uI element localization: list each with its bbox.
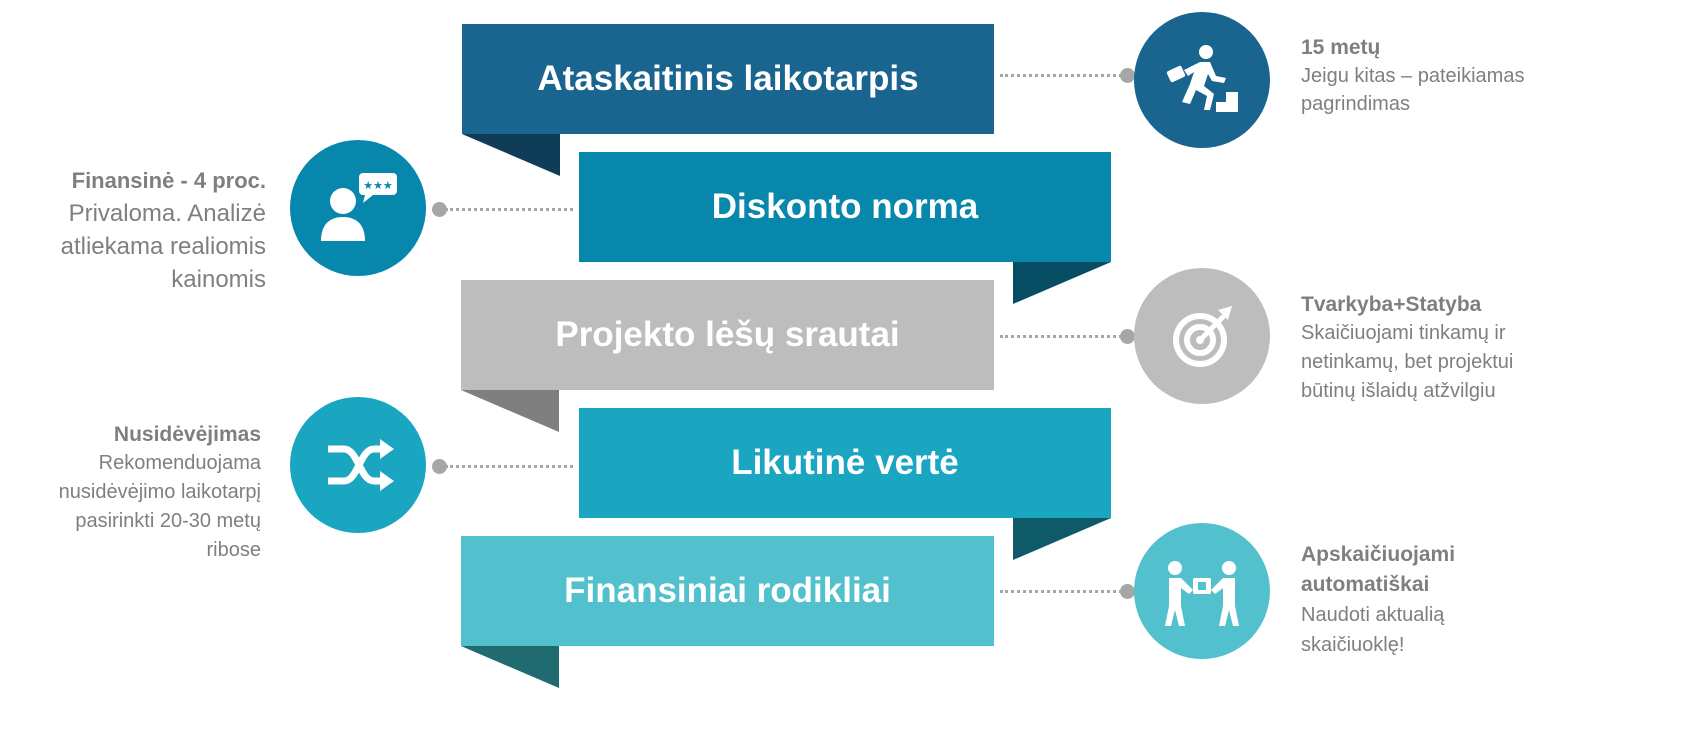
- band-ataskaitinis-laikotarpis: Ataskaitinis laikotarpis: [462, 24, 994, 134]
- connector-line: [445, 208, 573, 211]
- note-title: Apskaičiuojami: [1301, 543, 1456, 566]
- note-line: kainomis: [171, 266, 266, 293]
- circle-badge: [1134, 268, 1270, 404]
- band-projekto-lesu-srautai: Projekto lėšų srautai: [461, 280, 994, 390]
- band-fold: [1013, 262, 1111, 304]
- band-label: Ataskaitinis laikotarpis: [537, 59, 919, 98]
- connector-line: [1000, 74, 1122, 77]
- band-label: Diskonto norma: [711, 187, 979, 226]
- note-nusidevejimas: Nusidėvėjimas Rekomenduojama nusidėvėjim…: [0, 420, 261, 565]
- note-apskaiciuojami: Apskaičiuojami automatiškai Naudoti aktu…: [1301, 540, 1681, 660]
- note-tvarkyba-statyba: Tvarkyba+Statyba Skaičiuojami tinkamų ir…: [1301, 290, 1681, 406]
- band-label: Projekto lėšų srautai: [555, 315, 900, 354]
- note-line: Skaičiuojami tinkamų ir: [1301, 322, 1506, 344]
- circle-badge: [290, 397, 426, 533]
- note-line: Privaloma. Analizė: [68, 200, 266, 227]
- runner-stairs-icon: [1166, 45, 1238, 112]
- band-finansiniai-rodikliai: Finansiniai rodikliai: [461, 536, 994, 646]
- connector-dot: [432, 459, 447, 474]
- note-finansine: Finansinė - 4 proc. Privaloma. Analizė a…: [10, 164, 266, 296]
- note-line: pagrindimas: [1301, 93, 1410, 115]
- note-line: ribose: [206, 539, 261, 561]
- note-title: automatiškai: [1301, 573, 1430, 596]
- people-exchange-icon: [1165, 561, 1239, 626]
- note-line: netinkamų, bet projektui: [1301, 351, 1514, 373]
- note-15-metu: 15 metų Jeigu kitas – pateikiamas pagrin…: [1301, 34, 1681, 118]
- band-likutine-verte: Likutinė vertė: [579, 408, 1111, 518]
- band-diskonto-norma: Diskonto norma: [579, 152, 1111, 262]
- band-label: Likutinė vertė: [731, 443, 959, 482]
- band-fold: [1013, 518, 1111, 560]
- note-title: Tvarkyba+Statyba: [1301, 293, 1482, 316]
- band-fold: [461, 390, 559, 432]
- note-line: nusidėvėjimo laikotarpį: [58, 481, 261, 503]
- band-label: Finansiniai rodikliai: [564, 571, 891, 610]
- note-title: 15 metų: [1301, 36, 1381, 59]
- note-line: pasirinkti 20-30 metų: [75, 510, 261, 532]
- note-line: Naudoti aktualią: [1301, 604, 1445, 626]
- note-line: būtinų išlaidų atžvilgiu: [1301, 380, 1496, 402]
- note-line: Jeigu kitas – pateikiamas: [1301, 65, 1525, 87]
- connector-dot: [1120, 329, 1135, 344]
- connector-line: [1000, 590, 1122, 593]
- note-title: Finansinė - 4 proc.: [71, 168, 266, 193]
- connector-line: [1000, 335, 1122, 338]
- circle-badge: [1134, 523, 1270, 659]
- circle-badge: ★★★: [290, 140, 426, 276]
- band-fold: [462, 134, 560, 176]
- target-arrow-icon: [1173, 306, 1232, 367]
- note-line: skaičiuoklę!: [1301, 634, 1405, 656]
- band-fold: [461, 646, 559, 688]
- connector-dot: [1120, 68, 1135, 83]
- note-line: atliekama realiomis: [60, 233, 266, 260]
- note-title: Nusidėvėjimas: [113, 423, 261, 446]
- shuffle-icon: [328, 439, 394, 491]
- person-rating-icon: ★★★: [321, 173, 397, 241]
- connector-line: [445, 465, 573, 468]
- connector-dot: [1120, 584, 1135, 599]
- svg-text:★★★: ★★★: [363, 179, 393, 192]
- note-line: Rekomenduojama: [98, 452, 261, 474]
- circle-badge: [1134, 12, 1270, 148]
- connector-dot: [432, 202, 447, 217]
